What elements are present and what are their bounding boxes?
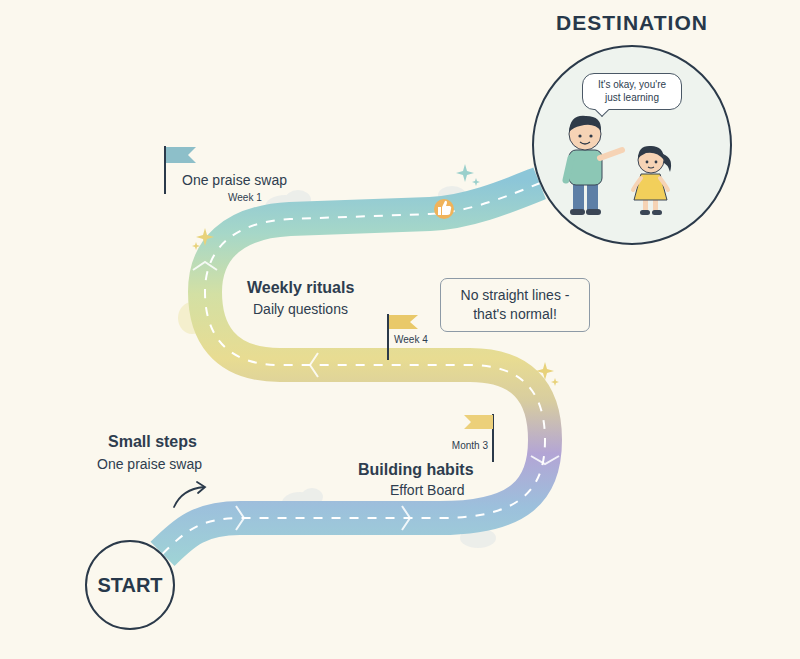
node-text: It's okay, you're just learning xyxy=(590,79,674,104)
note-box: No straight lines - that's normal! xyxy=(440,278,590,332)
milestone-label: Month 3 xyxy=(452,440,488,451)
stage-text: Daily questions xyxy=(253,301,348,317)
destination-circle: DESTINATIONIt's okay, you're just learni… xyxy=(532,45,732,245)
destination-heading: DESTINATION xyxy=(514,11,750,35)
winding-road xyxy=(163,183,545,554)
road-dashes xyxy=(163,183,545,554)
stage-text: One praise swap xyxy=(182,172,287,188)
girl-figure xyxy=(633,146,671,215)
sparkle xyxy=(192,164,559,386)
node-text: START xyxy=(97,574,162,597)
destination-fill xyxy=(533,46,731,244)
stage-heading: Weekly rituals xyxy=(247,279,354,297)
milestone-label: Week 1 xyxy=(228,192,262,203)
stage-text: Effort Board xyxy=(390,482,464,498)
road-surface xyxy=(163,183,545,554)
stage-text: One praise swap xyxy=(97,456,202,472)
stage-heading: Small steps xyxy=(108,433,197,451)
milestone-label: Week 4 xyxy=(394,334,428,345)
start-arrow xyxy=(174,482,205,507)
flag xyxy=(464,414,493,462)
boy-figure xyxy=(566,116,622,215)
speech-bubble: It's okay, you're just learning xyxy=(582,73,682,110)
node-text: No straight lines - that's normal! xyxy=(451,286,579,324)
stage-heading: Building habits xyxy=(358,461,474,479)
thumbs-up-icon xyxy=(434,199,454,219)
start-circle: START xyxy=(85,540,175,630)
